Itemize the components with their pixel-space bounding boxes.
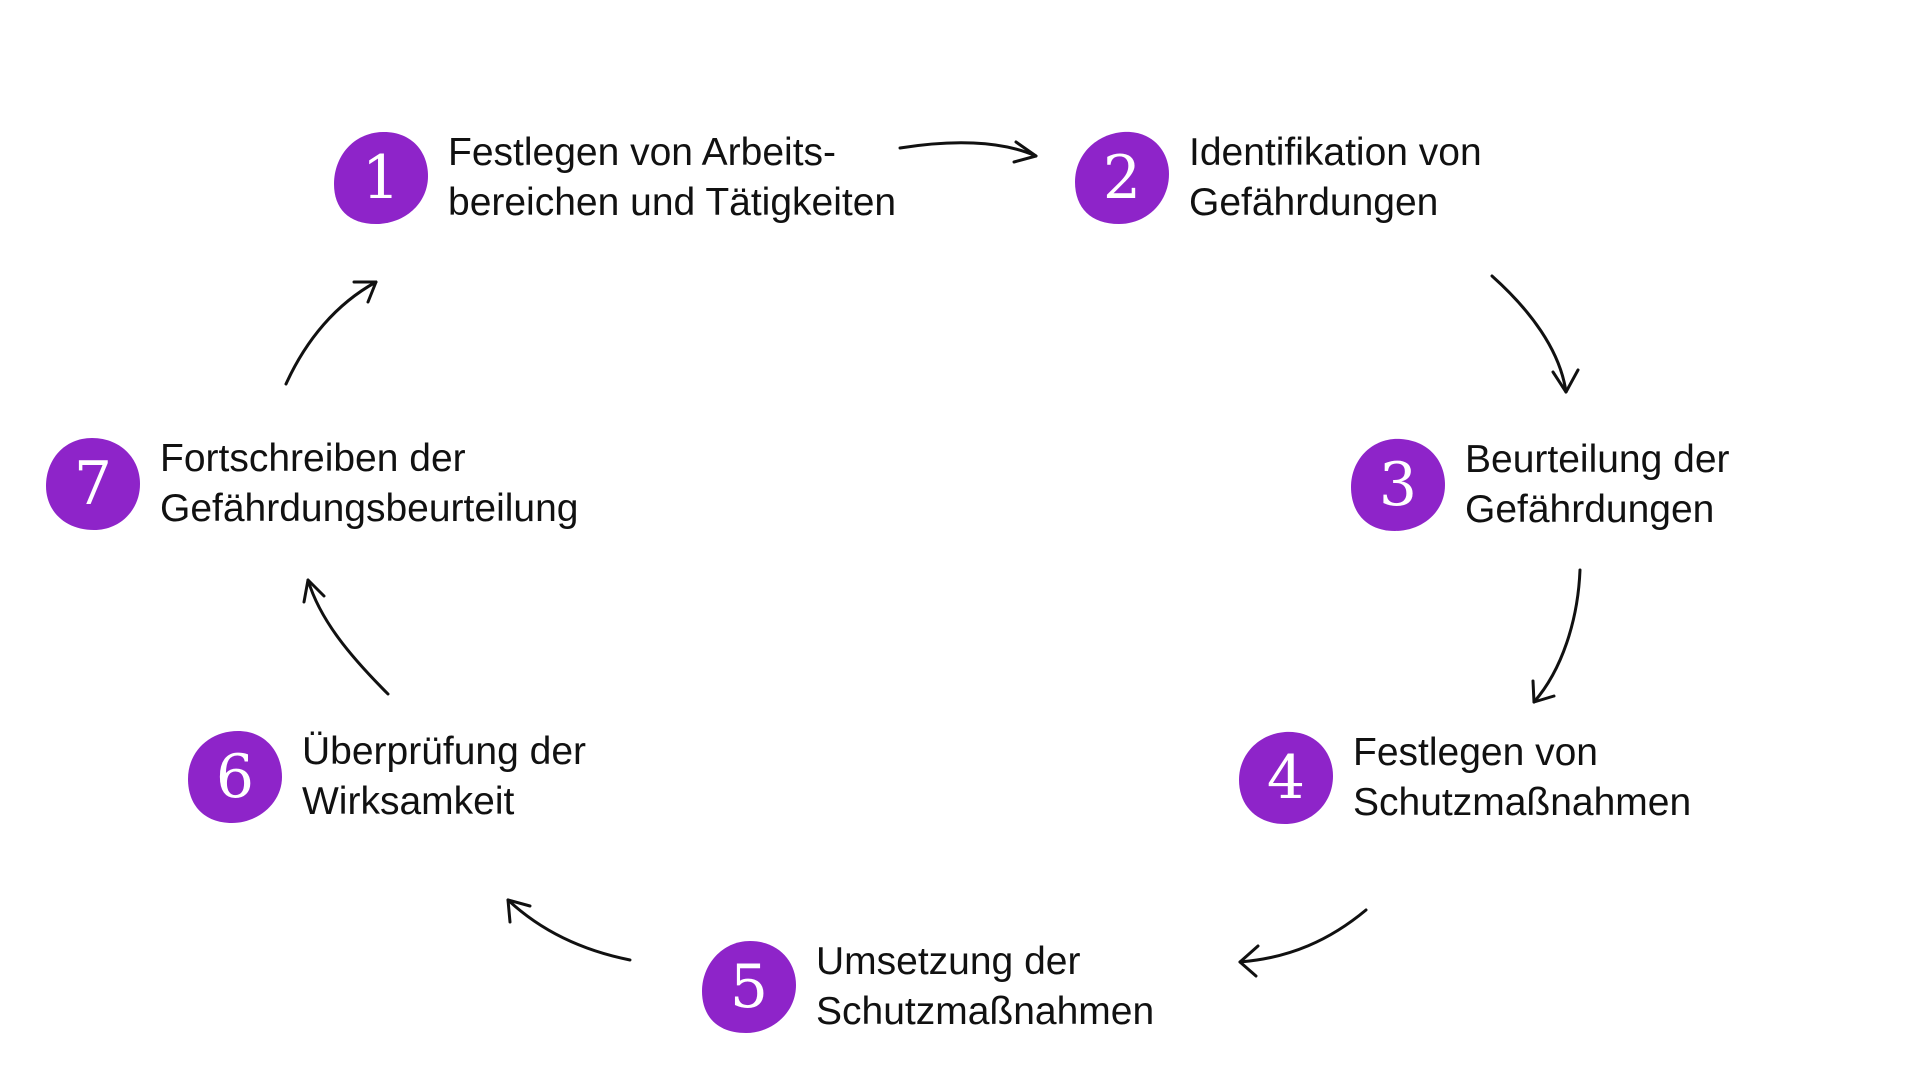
step-1-badge: 1 [332,128,430,228]
step-number: 3 [1378,450,1418,520]
step-number: 5 [729,952,769,1022]
step-5: 5 Umsetzung der Schutzmaßnahmen [700,937,1154,1037]
blob-shape-icon [1075,131,1169,224]
step-label-line-2: Gefährdungen [1189,181,1439,224]
step-label-line-1: Fortschreiben der [160,437,466,480]
step-label: Beurteilung der Gefährdungen [1465,435,1730,535]
step-number: 1 [361,143,401,213]
step-7-badge: 7 [44,434,142,534]
step-label-line-2: Schutzmaßnahmen [1353,781,1692,824]
step-number: 6 [215,742,255,812]
step-label-line-2: bereichen und Tätigkeiten [448,181,897,224]
step-label-line-1: Beurteilung der [1465,438,1730,481]
step-3: 3 Beurteilung der Gefährdungen [1349,435,1730,535]
step-4: 4 Festlegen von Schutzmaßnahmen [1237,728,1691,828]
step-label-line-2: Gefährdungsbeurteilung [160,487,579,530]
blob-shape-icon [334,132,428,224]
step-6: 6 Überprüfung der Wirksamkeit [186,727,586,827]
step-label-line-2: Gefährdungen [1465,488,1715,531]
step-6-badge: 6 [186,727,284,827]
step-number: 2 [1102,143,1142,213]
blob-shape-icon [188,731,282,823]
arrow-1-to-2 [898,140,1038,164]
step-label: Fortschreiben der Gefährdungsbeurteilung [160,434,578,534]
step-7: 7 Fortschreiben der Gefährdungsbeurteilu… [44,434,578,534]
step-4-badge: 4 [1237,728,1335,828]
blob-shape-icon [1239,731,1333,824]
arrow-3-to-4 [1531,568,1582,704]
step-number: 4 [1266,743,1306,813]
step-5-badge: 5 [700,937,798,1037]
step-1: 1 Festlegen von Arbeits- bereichen und T… [332,128,896,228]
blob-shape-icon [1351,438,1445,531]
step-label: Überprüfung der Wirksamkeit [302,727,586,827]
step-label-line-1: Überprüfung der [302,730,587,773]
step-label-line-1: Festlegen von Arbeits- [448,131,837,174]
step-2: 2 Identifikation von Gefährdungen [1073,128,1482,228]
step-label-line-1: Festlegen von [1353,731,1598,774]
step-label-line-1: Identifikation von [1189,131,1482,174]
step-3-badge: 3 [1349,435,1447,535]
step-label-line-2: Schutzmaßnahmen [816,990,1155,1033]
step-label: Identifikation von Gefährdungen [1189,128,1482,228]
step-number: 7 [73,449,113,519]
step-label: Festlegen von Schutzmaßnahmen [1353,728,1691,828]
step-2-badge: 2 [1073,128,1171,228]
arrow-7-to-1 [284,280,378,386]
blob-shape-icon [46,438,140,530]
step-label: Umsetzung der Schutzmaßnahmen [816,937,1154,1037]
step-label-line-2: Wirksamkeit [302,780,515,823]
arrow-6-to-7 [302,578,390,696]
step-label: Festlegen von Arbeits- bereichen und Tät… [448,128,896,228]
blob-shape-icon [702,941,796,1033]
arrow-4-to-5 [1238,908,1368,978]
arrow-2-to-3 [1490,274,1580,394]
step-label-line-1: Umsetzung der [816,940,1081,983]
arrow-5-to-6 [506,898,632,962]
